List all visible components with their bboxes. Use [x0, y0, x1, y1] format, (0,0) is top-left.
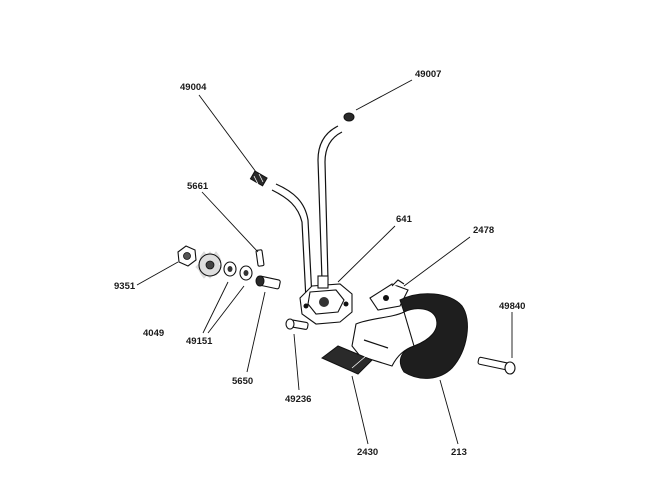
leader-49004 [198, 94, 257, 173]
gear-4049 [195, 251, 222, 279]
label-2430: 2430 [357, 447, 378, 458]
leader-5650 [246, 291, 266, 373]
label-49840: 49840 [499, 301, 525, 312]
pump-body-641 [299, 275, 353, 325]
leader-2478 [403, 236, 471, 287]
label-5661: 5661 [187, 181, 209, 192]
leader-5661 [201, 191, 259, 253]
leader-9351 [136, 261, 179, 286]
label-213: 213 [451, 447, 467, 458]
leader-2430 [351, 375, 369, 445]
label-49236: 49236 [285, 394, 311, 405]
washers-49151 [223, 261, 253, 281]
block-2430 [321, 345, 373, 375]
nut-9351 [177, 245, 197, 267]
label-49004: 49004 [180, 82, 207, 93]
label-49151: 49151 [186, 336, 213, 347]
screw-49840 [477, 356, 516, 375]
label-4049: 4049 [143, 328, 164, 339]
bolt-5650 [255, 275, 281, 290]
leader-213 [439, 379, 459, 445]
label-641: 641 [396, 214, 413, 225]
label-49007: 49007 [415, 69, 441, 80]
pin-5661 [255, 249, 265, 267]
spring-49004 [249, 170, 268, 187]
label-2478: 2478 [473, 225, 494, 236]
oil-tube [271, 125, 343, 301]
label-9351: 9351 [114, 281, 136, 292]
leader-49236 [293, 333, 300, 391]
cover-213 [351, 293, 468, 379]
leader-49151-a [202, 281, 229, 334]
cap-49007 [343, 112, 355, 122]
leader-49151-b [207, 285, 245, 334]
leader-641 [337, 225, 396, 283]
leader-49007 [355, 79, 413, 111]
label-5650: 5650 [232, 376, 253, 387]
bolt-49236 [285, 318, 309, 330]
